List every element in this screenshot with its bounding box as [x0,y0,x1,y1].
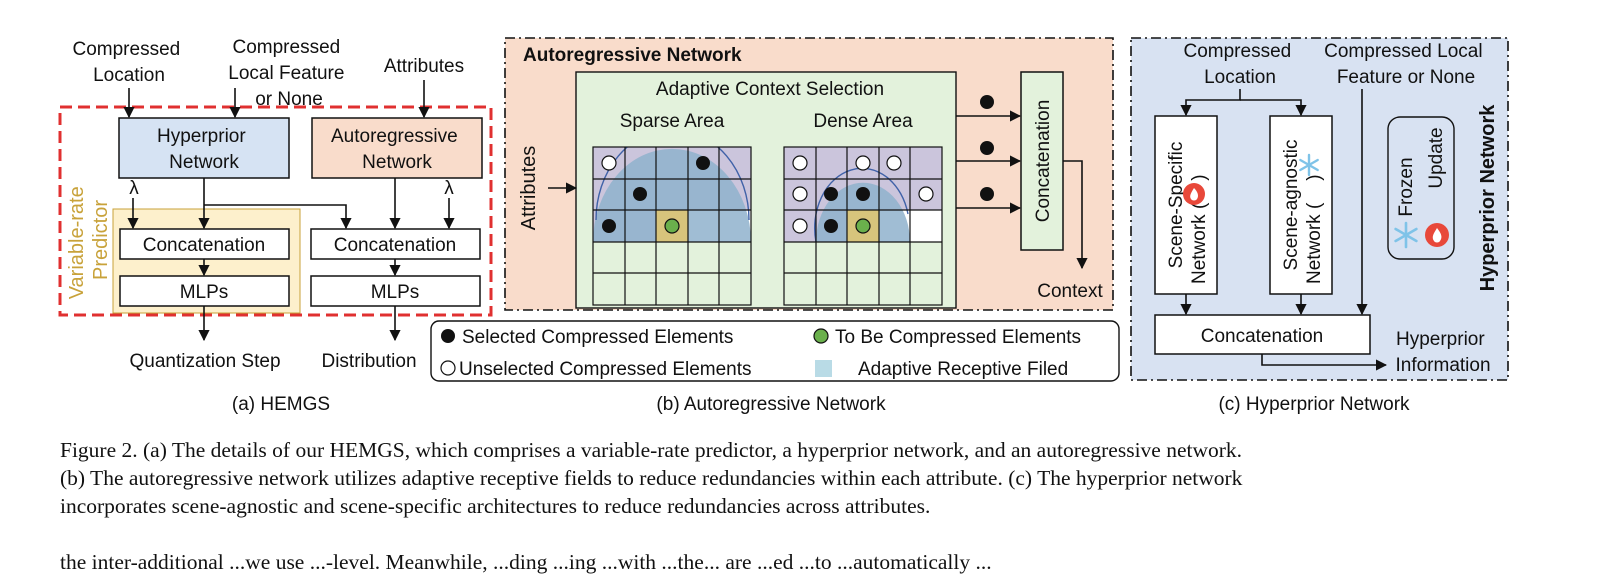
input-attributes: Attributes [384,56,464,77]
caption-line-3: incorporates scene-agnostic and scene-sp… [60,494,931,518]
scene-agnostic-label: Scene-agnostic [1281,140,1302,271]
selected-dot [980,187,994,201]
sparse-area-label: Sparse Area [620,111,725,132]
legend-to-be: To Be Compressed Elements [835,327,1081,348]
red-dashed-frame [58,105,493,317]
trailing-body-text: the inter-additional ...we use ...-level… [60,550,992,574]
legend-selected-icon [441,329,455,343]
scene-specific-label: Scene-Specific [1166,142,1187,269]
legend-box [430,320,1120,382]
legend-selected: Selected Compressed Elements [462,327,733,348]
frozen-update-legend [1387,116,1455,260]
concat-left-label: Concatenation [143,235,266,256]
input-compressed-local-c: Compressed Local Feature or None [1324,41,1488,88]
input-compressed-local-feature: Compressed Local Feature or None [228,37,349,110]
context-arrows [956,110,1022,214]
selected-dot [980,141,994,155]
output-quantization-step: Quantization Step [129,351,280,372]
legend-receptive: Adaptive Receptive Filed [858,359,1068,380]
panel-b-caption: (b) Autoregressive Network [656,394,886,415]
mlps-right-label: MLPs [371,282,420,303]
autoregressive-box [311,117,483,179]
context-selection-label: Adaptive Context Selection [656,79,884,100]
panel-a: Compressed Location Compressed Local Fea… [58,37,493,415]
concatenation-box [1020,71,1064,251]
lambda-left: λ [129,178,139,199]
sparse-grid [592,146,752,306]
caption-line-1: Figure 2. (a) The details of our HEMGS, … [60,438,1243,462]
scene-specific-box [1154,115,1218,295]
concat-right-label: Concatenation [334,235,457,256]
context-label: Context [1037,281,1103,302]
legend-unselected-icon [440,360,456,376]
figure-caption: Figure 2. (a) The details of our HEMGS, … [60,436,1548,520]
scene-specific-label-2: Network () [1189,174,1210,284]
mlps-right-box [310,275,481,307]
concat-right-box [310,228,481,260]
mlps-left-label: MLPs [180,282,229,303]
snowflake-icon [1394,221,1418,249]
panel-a-arrows [123,80,455,342]
panel-a-caption: (a) HEMGS [232,394,330,415]
caption-line-2: (b) The autoregressive network utilizes … [60,466,1243,490]
hyperprior-box [118,117,290,179]
hyperprior-box-label: Hyperprior Network [157,126,251,173]
hyperprior-side-title: Hyperprior Network [1477,104,1499,292]
output-distribution: Distribution [321,351,416,372]
concatenation-label: Concatenation [1033,100,1054,223]
lambda-right: λ [444,178,454,199]
legend-to-be-icon [813,328,829,344]
panel-c-caption: (c) Hyperprior Network [1218,394,1410,415]
autoregressive-box-label: Autoregressive Network [331,126,463,173]
fire-icon [1183,183,1205,205]
panel-b-title: Autoregressive Network [523,45,742,66]
concatenation-box-c [1154,314,1371,355]
legend-receptive-icon [815,360,832,377]
dense-grid [783,146,943,306]
panel-c: Compressed Location Compressed Local Fea… [1130,37,1509,415]
concatenation-label-c: Concatenation [1201,326,1324,347]
frozen-label: Frozen [1396,157,1417,216]
legend-unselected: Unselected Compressed Elements [459,359,752,380]
input-compressed-location-c: Compressed Location [1184,41,1297,88]
context-output-arrow [1063,160,1088,270]
panel-b: Autoregressive Network Adaptive Context … [430,37,1120,415]
selected-dot [980,95,994,109]
fire-icon [1425,223,1449,247]
panel-c-arrows [1180,89,1388,371]
dense-area-label: Dense Area [813,111,913,132]
figure: Compressed Location Compressed Local Fea… [58,37,1509,415]
scene-agnostic-box [1269,115,1333,295]
input-compressed-location: Compressed Location [73,39,186,86]
variable-rate-label: Variable-rate Predictor [66,181,112,300]
hyperprior-information-label: Hyperprior Information [1395,329,1490,376]
snowflake-icon [1299,153,1319,177]
attributes-label: Attributes [518,146,540,230]
update-label: Update [1426,127,1447,188]
scene-agnostic-label-2: Network () [1304,174,1325,284]
